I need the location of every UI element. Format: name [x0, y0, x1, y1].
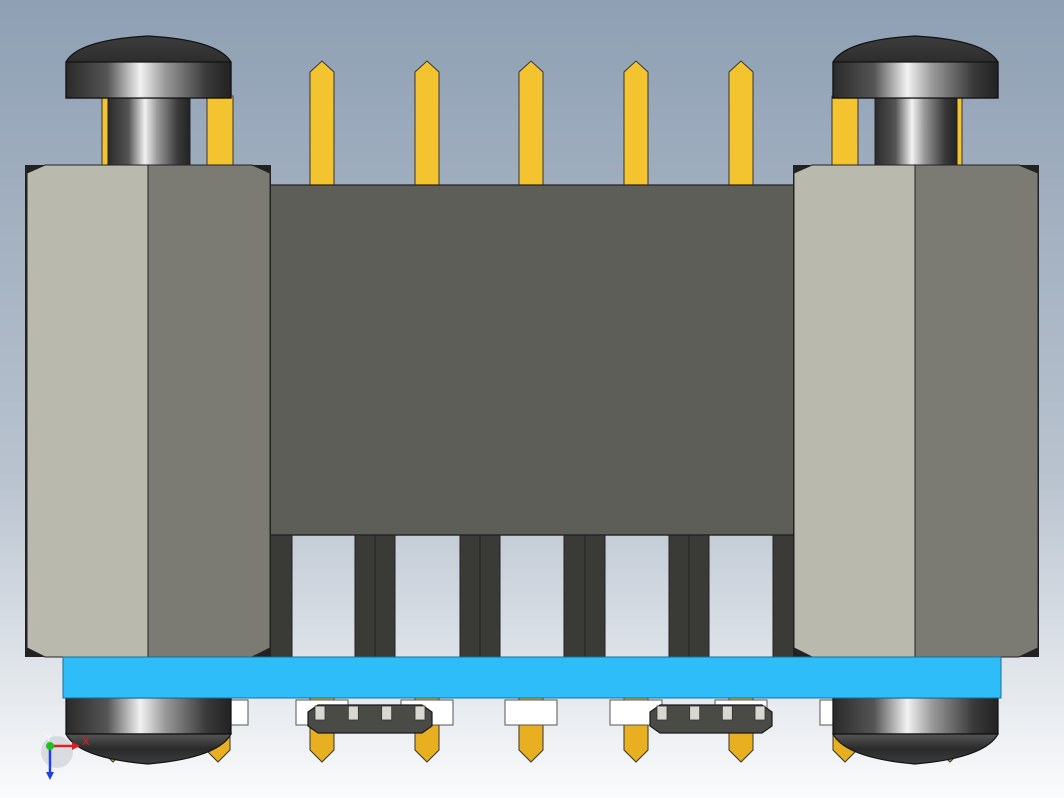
- housing-rib: [459, 534, 483, 658]
- right-hex-standoff: [793, 164, 1039, 658]
- housing-rib-inner: [479, 534, 501, 658]
- right-hex-dark-face: [914, 164, 1039, 658]
- left-hex-standoff: [25, 164, 271, 658]
- triad-x-label: X: [82, 735, 90, 748]
- clip-tab: [314, 705, 326, 721]
- housing-rib-inner: [688, 534, 710, 658]
- solder-pad: [229, 699, 249, 726]
- right-screw-bottom-band: [832, 697, 999, 735]
- clip-tab: [347, 705, 359, 721]
- left-screw-head-band: [65, 61, 232, 99]
- housing-rib: [668, 534, 692, 658]
- clip-tab: [414, 705, 426, 721]
- housing-rib: [269, 534, 293, 658]
- right-screw-bottom: [831, 697, 1000, 765]
- top-pins: [309, 60, 754, 186]
- housing-rib-inner: [584, 534, 606, 658]
- left-screw-pin-b: [206, 95, 234, 169]
- clip-tab: [656, 705, 668, 721]
- orientation-triad[interactable]: X Y: [41, 734, 90, 780]
- right-screw-bottom-dome: [831, 733, 1000, 765]
- housing-rib-inner: [374, 534, 396, 658]
- top-pin: [309, 60, 335, 186]
- housing-rib: [354, 534, 378, 658]
- housing-rib: [563, 534, 587, 658]
- top-pin: [518, 60, 544, 186]
- solder-pad: [504, 699, 558, 726]
- left-hex-dark-face: [147, 164, 271, 658]
- right-hex-light-face: [793, 164, 916, 658]
- connector-housing: [269, 184, 796, 536]
- triad-y-label: Y: [45, 734, 52, 744]
- right-screw-pin-a: [831, 95, 859, 169]
- triad-x-arrow: [72, 742, 80, 750]
- triad-y-axis: [46, 742, 54, 750]
- right-screw-top: [831, 35, 999, 169]
- left-screw-bottom-dome: [65, 733, 233, 765]
- left-screw-top: [65, 35, 234, 169]
- locking-clip: [307, 704, 433, 734]
- top-pin: [623, 60, 649, 186]
- pcb-board: [62, 656, 1002, 699]
- clip-tab: [381, 705, 393, 721]
- top-pin: [728, 60, 754, 186]
- clip-tab: [721, 705, 733, 721]
- housing-rib: [772, 534, 796, 658]
- clip-tab: [754, 705, 766, 721]
- right-screw-shank: [874, 95, 958, 169]
- left-screw-bottom: [65, 697, 233, 765]
- top-pin: [414, 60, 440, 186]
- locking-clip: [649, 704, 773, 734]
- left-screw-shank: [107, 95, 191, 169]
- left-hex-light-face: [26, 164, 149, 658]
- triad-z-arrow: [46, 772, 54, 780]
- right-screw-head-band: [832, 61, 999, 99]
- clip-tab: [689, 705, 701, 721]
- left-screw-bottom-band: [65, 697, 232, 735]
